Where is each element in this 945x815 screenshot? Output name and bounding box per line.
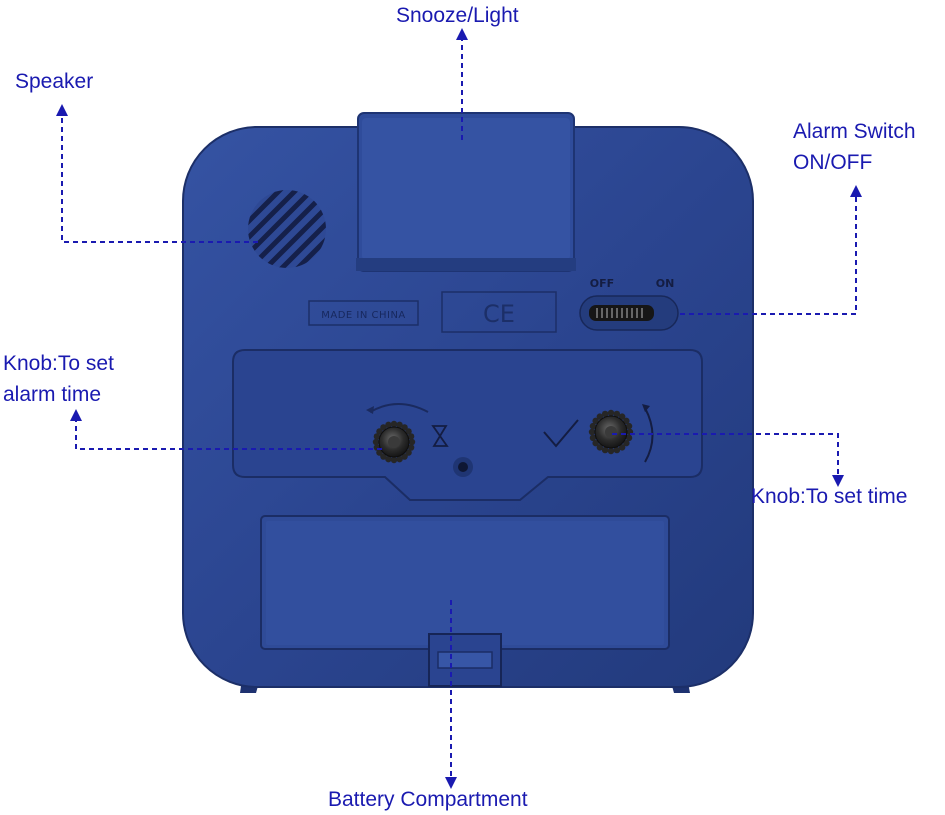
alarm-switch[interactable]: OFF ON [579,277,679,331]
knob-tooth [596,413,604,420]
arrow-snooze [456,28,468,40]
label-snooze-light: Snooze/Light [396,0,519,31]
knob-tooth [407,433,415,440]
knob-tooth [405,449,412,456]
knob-tooth [385,421,392,429]
label-alarm-knob-line2: alarm time [3,383,102,406]
knob-tooth [396,421,403,429]
knob-tooth [592,417,599,425]
knob-tooth [396,455,403,463]
knob-tooth [407,444,415,451]
callout-lines [61,40,857,778]
knob-tooth [613,446,621,454]
switch-on-label: ON [656,277,675,290]
battery-compartment[interactable] [260,515,670,687]
label-alarm-knob-line1: Knob:To set [3,352,114,375]
knob-tooth [376,449,383,456]
knob-tooth [385,455,392,463]
arrow-speaker [56,104,68,116]
label-time-knob-text: Knob:To set time [751,485,908,508]
knob-tooth [380,424,387,431]
callout-time-knob [612,433,839,476]
knob-tooth [401,453,408,460]
knob-tooth [601,410,609,418]
label-snooze-light-text: Snooze/Light [396,4,519,27]
knob-tooth [589,434,597,442]
knob-tooth [390,420,398,428]
label-speaker-text: Speaker [15,70,94,93]
callout-alarm-switch [680,196,857,315]
label-alarm-switch-line2: ON/OFF [793,151,873,174]
made-in-label: MADE IN CHINA [308,300,419,326]
ce-mark: CE [441,291,557,333]
knob-tooth [596,444,604,451]
knob-tooth [405,428,412,435]
ce-mark-text: CE [483,300,515,328]
label-alarm-knob: Knob:To set alarm time [3,348,114,410]
knob-tooth [625,422,633,430]
knob-tooth [376,428,383,435]
knob-tooth [601,446,609,454]
knob-tooth [623,417,630,425]
hang-hole [453,457,473,477]
hourglass-icon [431,425,449,447]
knob-tooth [380,453,387,460]
knob-tooth [589,422,597,430]
knob-tooth [408,438,416,446]
knob-tooth [618,444,626,451]
knob-tooth [372,438,380,446]
callout-arrowheads [56,28,862,789]
label-alarm-switch: Alarm Switch ON/OFF [793,116,916,178]
label-battery-text: Battery Compartment [328,788,528,811]
knob-recess [232,349,703,501]
time-knob[interactable] [543,404,654,463]
knob-tooth [390,456,398,464]
knob-tooth [623,439,630,447]
label-battery: Battery Compartment [328,784,528,815]
arrow-alarm-knob [70,409,82,421]
speaker-grille [248,190,326,268]
knob-tooth [625,434,633,442]
callout-alarm-knob [75,420,382,450]
arrow-alarm-switch [850,185,862,197]
knob-tooth [592,439,599,447]
knob-tooth [613,410,621,418]
label-speaker: Speaker [15,66,93,97]
label-alarm-switch-line1: Alarm Switch [793,120,916,143]
knob-tooth [401,424,408,431]
snooze-light-button[interactable] [356,112,576,272]
knob-tooth [618,413,626,420]
knob-tooth [373,433,381,440]
knob-tooth [588,428,596,436]
label-time-knob: Knob:To set time [751,481,907,512]
made-in-text: MADE IN CHINA [321,310,406,321]
alarm-knob[interactable] [366,403,449,464]
arrow-time-knob [832,475,844,487]
callout-speaker [61,115,258,243]
switch-off-label: OFF [590,277,614,290]
knob-tooth [607,447,615,455]
arrow-battery [445,777,457,789]
knob-tooth [607,409,615,417]
